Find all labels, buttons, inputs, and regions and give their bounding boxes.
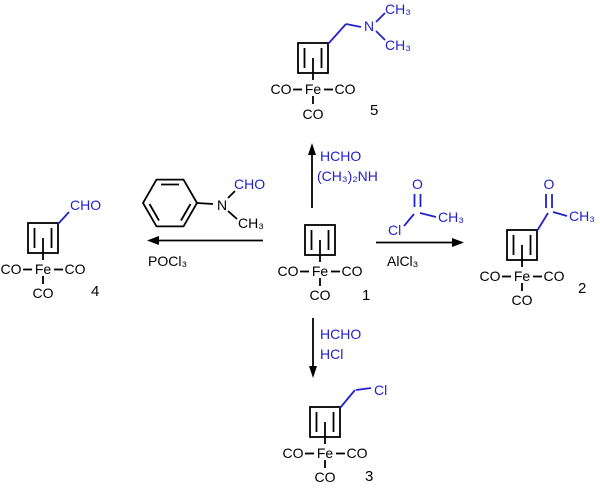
cho-substituent-label: CHO bbox=[70, 197, 101, 213]
arrow-left-head bbox=[147, 236, 159, 245]
n-ch3-bond bbox=[227, 210, 238, 220]
arrow-to-compound-4: POCl₃ bbox=[147, 236, 263, 269]
acetyl-ch3-label: CH₃ bbox=[569, 208, 595, 224]
ch2-cl-bond bbox=[355, 387, 372, 391]
n-ch3-top-bond bbox=[375, 12, 386, 23]
compound-1: CO Fe CO CO 1 bbox=[278, 224, 370, 304]
n-cho-bond bbox=[227, 190, 236, 199]
ring-ch2-bond bbox=[327, 23, 347, 45]
fe-label: Fe bbox=[305, 81, 322, 97]
co-bottom-label: CO bbox=[33, 285, 54, 301]
formanilide-n-label: N bbox=[217, 197, 227, 213]
reagent-dimethylamine-label: (CH₃)₂NH bbox=[317, 168, 378, 184]
co-right-label: CO bbox=[347, 445, 368, 461]
cl-c-bond bbox=[403, 213, 415, 227]
co-right-label: CO bbox=[65, 261, 86, 277]
reagent-hcho-top-label: HCHO bbox=[320, 148, 361, 164]
co-bottom-label: CO bbox=[315, 469, 336, 485]
acetyl-chloride-o-label: O bbox=[412, 176, 423, 192]
ch2-n-bond bbox=[345, 23, 362, 28]
compound-4: CHO CO Fe CO CO 4 bbox=[1, 197, 102, 301]
co-right-label: CO bbox=[342, 263, 363, 279]
acetyl-chloride-cl-label: Cl bbox=[388, 222, 401, 238]
co-bottom-label: CO bbox=[310, 287, 331, 303]
compound-number-5: 5 bbox=[370, 102, 378, 119]
reagent-pocl3-label: POCl₃ bbox=[148, 253, 187, 269]
benzene-double-bond-left bbox=[148, 203, 160, 221]
benzene-double-bond-right bbox=[180, 203, 192, 221]
phenyl-n-bond bbox=[196, 202, 214, 205]
n-ch3-bottom-bond bbox=[375, 30, 386, 41]
reagent-n-methylformanilide: N CHO CH₃ bbox=[141, 176, 265, 231]
ring-acetyl-bond bbox=[536, 212, 549, 232]
reagent-acetyl-chloride: Cl O CH₃ bbox=[388, 176, 464, 238]
arrow-right-head bbox=[452, 238, 464, 247]
chloromethyl-cl-label: Cl bbox=[374, 382, 387, 398]
co-left-label: CO bbox=[278, 263, 299, 279]
dimethylamino-n-label: N bbox=[364, 18, 374, 34]
formanilide-ch3-label: CH₃ bbox=[238, 215, 264, 231]
c-ch3-bond bbox=[419, 212, 437, 218]
compound-number-3: 3 bbox=[365, 468, 373, 485]
compound-3: Cl CO Fe CO CO 3 bbox=[283, 382, 388, 485]
fe-label: Fe bbox=[312, 263, 329, 279]
co-right-label: CO bbox=[544, 268, 565, 284]
fe-label: Fe bbox=[35, 261, 52, 277]
compound-number-4: 4 bbox=[91, 283, 99, 300]
reagent-alcl3-label: AlCl₃ bbox=[387, 253, 418, 269]
arrow-to-compound-2: AlCl₃ bbox=[376, 238, 464, 269]
arrow-to-compound-5: HCHO (CH₃)₂NH bbox=[308, 143, 378, 208]
fe-label: Fe bbox=[317, 445, 334, 461]
arrow-to-compound-3: HCHO HCl bbox=[309, 318, 361, 378]
arrow-up-head bbox=[308, 143, 316, 155]
co-left-label: CO bbox=[480, 268, 501, 284]
ring-ch2-bond bbox=[339, 389, 356, 409]
reagent-hcho-bottom-label: HCHO bbox=[320, 326, 361, 342]
compound-number-2: 2 bbox=[578, 280, 586, 297]
fe-label: Fe bbox=[514, 268, 531, 284]
ch3-top-label: CH₃ bbox=[385, 1, 411, 17]
c-ch3-bond bbox=[552, 211, 568, 217]
co-left-label: CO bbox=[271, 81, 292, 97]
acetyl-o-label: O bbox=[544, 176, 555, 192]
ch3-bottom-label: CH₃ bbox=[385, 37, 411, 53]
compound-5: N CH₃ CH₃ CO Fe CO CO 5 bbox=[271, 1, 411, 122]
co-bottom-label: CO bbox=[512, 292, 533, 308]
ring-cho-bond bbox=[57, 211, 70, 225]
compound-2: O CH₃ CO Fe CO CO 2 bbox=[480, 176, 595, 308]
benzene-ring bbox=[141, 178, 199, 228]
reagent-hcl-label: HCl bbox=[320, 346, 343, 362]
arrow-down-head bbox=[309, 366, 317, 378]
co-right-label: CO bbox=[335, 81, 356, 97]
co-left-label: CO bbox=[283, 445, 304, 461]
formanilide-cho-label: CHO bbox=[234, 176, 265, 192]
acetyl-chloride-ch3-label: CH₃ bbox=[438, 209, 464, 225]
co-left-label: CO bbox=[1, 261, 22, 277]
compound-number-1: 1 bbox=[362, 287, 370, 304]
co-bottom-label: CO bbox=[303, 106, 324, 122]
